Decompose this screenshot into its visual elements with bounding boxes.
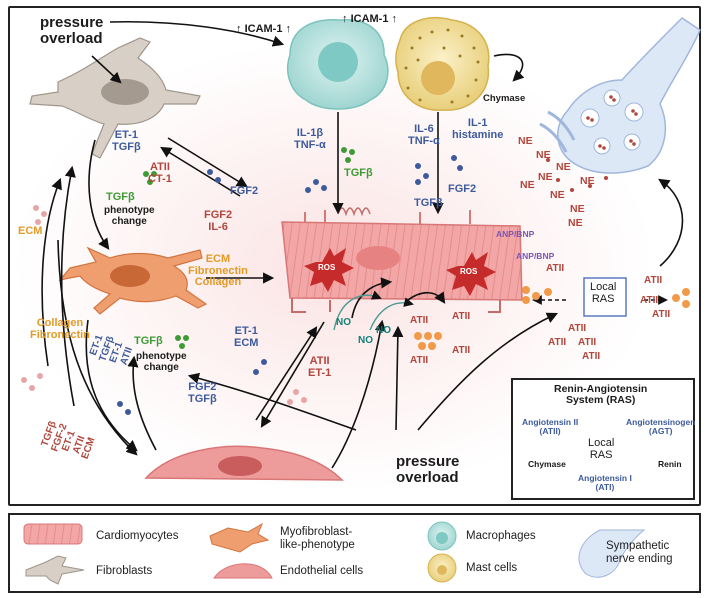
ras-renin: Renin bbox=[658, 459, 682, 469]
macrophage-cell bbox=[286, 19, 389, 110]
atii-right-3: ATII bbox=[548, 337, 567, 348]
fgf2-tgfb-bottom-label: FGF2 TGFβ bbox=[188, 381, 217, 405]
atii-right-6: ATII bbox=[644, 275, 663, 286]
fgf2-il6-label: FGF2 IL-6 bbox=[204, 209, 233, 233]
sympathetic-nerve-ending bbox=[539, 17, 701, 174]
no-label-2: NO bbox=[358, 335, 373, 346]
cardiomyocyte-cell bbox=[281, 207, 523, 313]
ras-angiotensin-i: Angiotensin I (ATI) bbox=[578, 473, 632, 492]
atii-et1-bottom-label: ATII ET-1 bbox=[308, 355, 332, 379]
pressure-overload-label-bottom: pressure overload bbox=[396, 453, 460, 486]
fgf2-mast-label: FGF2 bbox=[448, 183, 477, 195]
chymase-label: Chymase bbox=[483, 93, 526, 104]
no-label-1: NO bbox=[336, 317, 351, 328]
phenotype-change-top-label: phenotype change bbox=[104, 205, 155, 227]
ros-left-label: ROS bbox=[318, 263, 336, 272]
atii-right-1: ATII bbox=[546, 263, 565, 274]
pressure-overload-label-top: pressure overload bbox=[40, 14, 104, 47]
fibroblast-cell bbox=[29, 37, 201, 159]
il1b-tnfa-label: IL-1β TNF-α bbox=[294, 127, 326, 151]
anp-bnp-label-1: ANP/BNP bbox=[496, 229, 535, 239]
ras-local-ras: Local RAS bbox=[588, 437, 615, 461]
ras-info-box bbox=[511, 378, 695, 500]
anp-bnp-label-2: ANP/BNP bbox=[516, 251, 555, 261]
legend-macrophage-icon bbox=[427, 521, 457, 551]
legend-fibroblast-icon bbox=[25, 555, 85, 585]
myofibroblast-cell bbox=[58, 246, 208, 315]
ne-label-5: NE bbox=[520, 179, 535, 191]
legend-nerve-icon bbox=[578, 529, 646, 578]
icam-right-text: ICAM-1 bbox=[350, 13, 389, 25]
atii-right-5: ATII bbox=[582, 351, 601, 362]
ecm-fibronectin-collagen-label: ECM Fibronectin Collagen bbox=[188, 253, 248, 289]
legend-macrophages: Macrophages bbox=[466, 530, 536, 542]
atii-center-1: ATII bbox=[410, 315, 429, 326]
atii-right-8: ATII bbox=[652, 309, 671, 320]
ne-label-2: NE bbox=[536, 149, 551, 161]
atii-right-4: ATII bbox=[578, 337, 597, 348]
fgf2-top-label: FGF2 bbox=[230, 185, 259, 197]
legend-myofibroblast-icon bbox=[209, 522, 270, 553]
no-label-3: NO bbox=[376, 325, 391, 336]
local-ras-label: Local RAS bbox=[590, 281, 617, 305]
ros-right-label: ROS bbox=[460, 267, 478, 276]
atii-center-3: ATII bbox=[410, 355, 429, 366]
tgfb-macrophage-label: TGFβ bbox=[344, 167, 373, 179]
atii-right-2: ATII bbox=[568, 323, 587, 334]
il6-tnfa-label: IL-6 TNF-α bbox=[408, 123, 440, 147]
legend-mast-cells: Mast cells bbox=[466, 562, 518, 574]
ne-label-3: NE bbox=[556, 161, 571, 173]
ras-angiotensinogen: Angiotensinogen (AGT) bbox=[626, 417, 696, 436]
atii-center-2: ATII bbox=[452, 311, 471, 322]
tgfb-phenotype-bottom-label: TGFβ bbox=[134, 335, 163, 347]
legend-endothelial-icon bbox=[213, 563, 273, 579]
collagen-fibronectin-label: Collagen Fibronectin bbox=[30, 317, 90, 341]
icam-left-text: ICAM-1 bbox=[244, 23, 283, 35]
no-arrows bbox=[333, 290, 414, 331]
ras-chymase: Chymase bbox=[528, 459, 566, 469]
phenotype-change-bottom-label: phenotype change bbox=[136, 351, 187, 373]
icam-right: ↑ ICAM-1 ↑ bbox=[342, 13, 398, 25]
atii-ct1-label: ATII CT-1 bbox=[148, 161, 172, 185]
legend-myofibroblast: Myofibroblast- like-phenotype bbox=[280, 526, 355, 551]
arrows bbox=[41, 20, 684, 469]
tgfb-phenotype-top-label: TGFβ bbox=[106, 191, 135, 203]
il1-histamine-label: IL-1 histamine bbox=[452, 117, 504, 141]
legend-cardiomyocytes: Cardiomyocytes bbox=[96, 530, 179, 542]
legend-sympathetic: Sympathetic nerve ending bbox=[606, 540, 673, 565]
ne-label-4: NE bbox=[538, 171, 553, 183]
tgfb-mast-label: TGFβ bbox=[414, 197, 443, 209]
ne-label-9: NE bbox=[568, 217, 583, 229]
et1-ecm-label: ET-1 ECM bbox=[234, 325, 259, 349]
endothelial-cell bbox=[144, 445, 344, 481]
ne-label-8: NE bbox=[570, 203, 585, 215]
ros-star-right bbox=[446, 252, 496, 296]
legend-fibroblasts: Fibroblasts bbox=[96, 565, 153, 577]
ne-label-7: NE bbox=[550, 189, 565, 201]
ne-label-1: NE bbox=[518, 135, 533, 147]
ras-title: Renin-Angiotensin System (RAS) bbox=[554, 383, 648, 407]
ras-angiotensin-ii: Angiotensin II (ATII) bbox=[522, 417, 579, 436]
atii-right-7: ATII bbox=[640, 295, 659, 306]
mast-cell bbox=[395, 17, 490, 111]
atii-center-4: ATII bbox=[452, 345, 471, 356]
local-ras-box bbox=[583, 277, 627, 317]
ros-star-left bbox=[304, 248, 354, 292]
ne-label-6: NE bbox=[580, 175, 595, 187]
legend-mast-cell-icon bbox=[427, 553, 457, 583]
legend-cardiomyocyte-icon bbox=[23, 523, 83, 545]
et1-tgfb-top-label: ET-1 TGFβ bbox=[112, 129, 141, 153]
mediator-dots bbox=[21, 147, 690, 415]
legend-endothelial: Endothelial cells bbox=[280, 565, 364, 577]
ecm-left-label: ECM bbox=[18, 225, 43, 237]
icam-left: ↑ ICAM-1 ↑ bbox=[236, 23, 292, 35]
